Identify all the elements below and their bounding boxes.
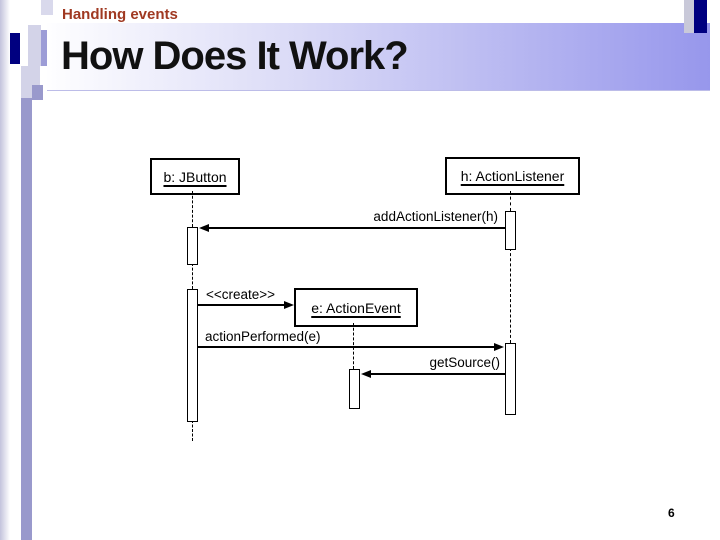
left-accent-bar (21, 98, 32, 540)
object-label-actionlistener: h: ActionListener (460, 168, 565, 184)
title-banner (47, 23, 710, 91)
object-label-jbutton: b: JButton (163, 168, 227, 185)
object-label-actionevent: e: ActionEvent (311, 299, 401, 316)
lifeline-h (510, 248, 511, 343)
lifeline-h (510, 191, 511, 211)
message-label-getsource: getSource() (429, 355, 500, 370)
page-number: 6 (668, 506, 675, 520)
lifeline-b (192, 191, 193, 227)
lifeline-b (192, 420, 193, 441)
arrowhead-right-icon (494, 343, 504, 351)
message-label-create: <<create>> (206, 287, 276, 302)
activation-h-1 (505, 211, 516, 250)
object-box-actionevent: e: ActionEvent (294, 288, 418, 327)
activation-b-1 (187, 227, 198, 265)
deco-square-navy-right (694, 0, 707, 33)
section-label: Handling events (62, 6, 178, 23)
message-line-create (198, 304, 285, 306)
message-line-getsource (369, 373, 505, 375)
activation-h-2 (505, 343, 516, 415)
deco-square (28, 25, 41, 66)
activation-e-1 (349, 369, 360, 409)
arrowhead-left-icon (199, 224, 209, 232)
deco-square-navy-left (10, 33, 20, 64)
arrowhead-left-icon (361, 370, 371, 378)
object-box-jbutton: b: JButton (150, 158, 240, 195)
activation-b-2 (187, 289, 198, 422)
lifeline-b (192, 263, 193, 289)
message-line-addactionlistener (206, 227, 505, 229)
deco-square-gray-right (684, 0, 694, 33)
slide-title: How Does It Work? (61, 34, 409, 78)
object-box-actionlistener: h: ActionListener (445, 157, 580, 195)
left-gradient-strip (0, 0, 10, 540)
deco-square (41, 0, 53, 15)
message-label-addactionlistener: addActionListener(h) (373, 209, 498, 224)
message-line-actionperformed (198, 346, 495, 348)
arrowhead-right-icon (284, 301, 294, 309)
deco-square (32, 85, 43, 100)
message-label-actionperformed: actionPerformed(e) (205, 329, 321, 344)
